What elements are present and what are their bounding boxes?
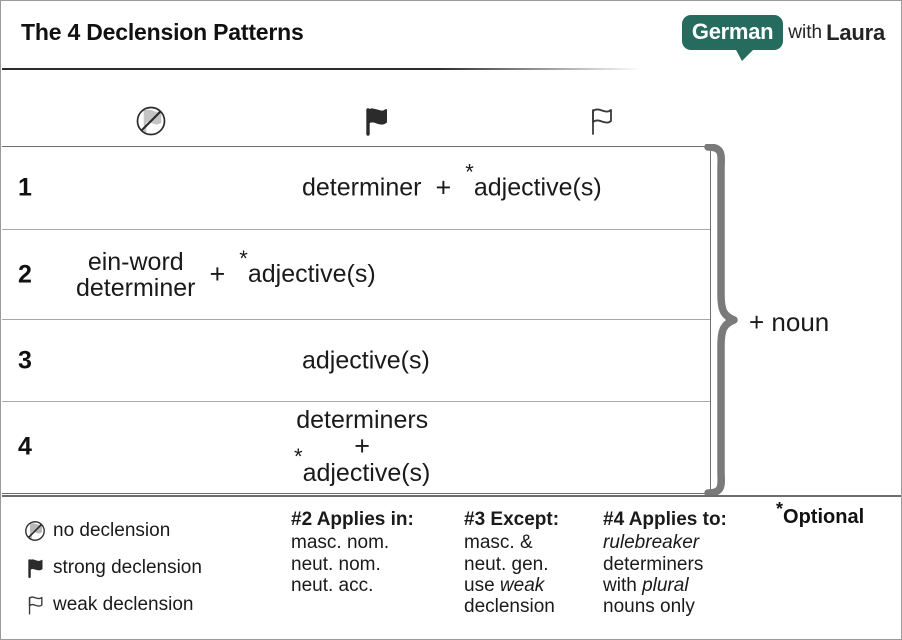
note-pattern-3: #3 Except: masc. & neut. gen. use weak d…	[464, 509, 559, 617]
poster-footer: no declension strong declension	[1, 499, 901, 639]
legend-item-no-declension: no declension	[17, 512, 282, 549]
pattern-2-formula: ein-word determiner + *adjective(s)	[76, 247, 376, 301]
patterns-table: 1 determiner + *adjective(s) 2 ein-word …	[2, 146, 711, 494]
no-declension-flag-icon	[17, 516, 53, 546]
footer-divider	[2, 495, 901, 497]
pattern-2-determiner-line2: determiner	[76, 273, 196, 302]
note-line: neut. acc.	[291, 574, 374, 596]
brand-logo: German with Laura	[681, 15, 885, 61]
pattern-1-adjective: *adjective(s)	[465, 161, 602, 202]
pattern-2-adjective-text: adjective(s)	[247, 260, 376, 288]
optional-star-marker: *	[465, 159, 474, 185]
pattern-3-adjective-text: adjective(s)	[302, 346, 430, 374]
pattern-4-plus: +	[354, 431, 371, 462]
italic-emphasis: rulebreaker	[603, 532, 700, 554]
legend-label: no declension	[53, 519, 171, 541]
pattern-4-adjective: *adjective(s)	[294, 446, 431, 487]
note-line: neut. nom.	[291, 553, 381, 575]
header-divider	[2, 68, 642, 70]
strong-declension-flag-icon	[17, 553, 53, 583]
optional-label: Optional	[783, 506, 865, 528]
note-line: nouns only	[603, 596, 695, 618]
legend-item-strong-declension: strong declension	[17, 549, 282, 586]
note-line: masc. &	[464, 532, 533, 554]
pattern-1-formula: determiner + *adjective(s)	[302, 161, 602, 203]
table-row-pattern-4: 4 determiners + *adjective(s)	[2, 402, 710, 492]
legend-label: strong declension	[53, 556, 202, 578]
table-row-pattern-1: 1 determiner + *adjective(s)	[2, 147, 710, 230]
optional-star-marker: *	[294, 444, 303, 470]
pattern-1-adjective-text: adjective(s)	[473, 173, 602, 202]
logo-name-text: Laura	[826, 19, 885, 45]
note-heading: #3 Except:	[464, 509, 560, 530]
column-icon-no-declension	[121, 97, 181, 145]
italic-emphasis: plural	[642, 574, 689, 596]
pattern-2-plus: +	[209, 258, 226, 289]
table-row-pattern-2: 2 ein-word determiner + *adjective(s)	[2, 230, 710, 320]
column-icon-weak-declension	[571, 97, 631, 145]
note-line: declension	[464, 596, 555, 618]
note-line-italic-plural: with plural	[603, 574, 689, 596]
pattern-4-formula: determiners + *adjective(s)	[294, 407, 430, 487]
note-heading: #2 Applies in:	[291, 509, 414, 530]
strong-declension-flag-icon	[366, 108, 387, 136]
logo-brand-text: German	[691, 19, 774, 44]
pattern-2-determiner-line1: ein-word	[87, 247, 184, 276]
plus-noun-label: + noun	[749, 307, 830, 337]
note-pattern-2: #2 Applies in: masc. nom. neut. nom. neu…	[291, 509, 414, 596]
column-icon-strong-declension	[346, 97, 406, 145]
table-row-pattern-3: 3 adjective(s)	[2, 320, 710, 402]
note-line: determiners	[603, 553, 704, 575]
note-heading: #4 Applies to:	[603, 509, 727, 530]
pattern-4-adjective-text: adjective(s)	[302, 458, 431, 487]
pattern-number: 3	[18, 346, 32, 374]
grouping-brace	[704, 143, 748, 497]
legend-label: weak declension	[53, 593, 194, 615]
poster-header: The 4 Declension Patterns German with La…	[1, 1, 901, 70]
pattern-1-plus: +	[435, 172, 452, 203]
optional-star-marker: *	[776, 499, 784, 520]
note-line: neut. gen.	[464, 553, 549, 575]
note-line: masc. nom.	[291, 532, 390, 554]
logo-speech-bubble-icon: German	[681, 15, 784, 61]
pattern-3-formula: adjective(s)	[302, 347, 430, 374]
pattern-1-determiner: determiner	[302, 173, 422, 202]
pattern-number: 1	[18, 173, 32, 202]
weak-declension-flag-icon	[592, 108, 612, 135]
declension-legend: no declension strong declension	[17, 512, 282, 623]
note-line-italic-weak: use weak	[464, 574, 545, 596]
optional-star-marker: *	[239, 245, 248, 271]
pattern-2-adjective: *adjective(s)	[239, 247, 376, 288]
column-icon-row	[1, 97, 711, 145]
pattern-4-determiner: determiners	[296, 406, 429, 435]
curly-brace-icon	[704, 143, 738, 497]
pattern-2-determiner: ein-word determiner	[76, 248, 196, 301]
no-declension-flag-icon	[136, 106, 166, 136]
page-title: The 4 Declension Patterns	[21, 19, 304, 45]
optional-footnote: *Optional	[776, 499, 865, 529]
note-line-italic-rulebreaker: rulebreaker	[603, 532, 727, 553]
italic-emphasis: weak	[499, 574, 545, 596]
weak-declension-flag-icon	[17, 590, 53, 620]
note-pattern-4: #4 Applies to: rulebreaker determiners w…	[603, 509, 727, 617]
logo-with-text: with	[788, 21, 823, 43]
pattern-number: 2	[18, 260, 32, 288]
legend-item-weak-declension: weak declension	[17, 586, 282, 623]
pattern-number: 4	[18, 432, 32, 461]
